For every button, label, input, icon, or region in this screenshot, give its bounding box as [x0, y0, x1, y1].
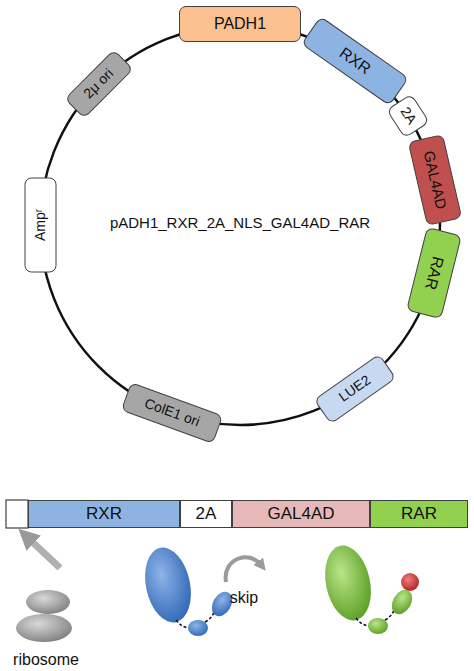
origin-box: 2μ ori [64, 49, 133, 118]
segment-label: RAR [421, 254, 446, 291]
segment-label: ColE1 ori [142, 396, 201, 430]
origin-box: ColE1 ori [121, 382, 223, 444]
domain-segment: GAL4AD [232, 500, 370, 528]
segment-label: Ampʳ [32, 209, 47, 241]
rxr-protein [139, 543, 237, 636]
skip-label: skip [230, 589, 258, 607]
segment-label: 2μ ori [81, 66, 117, 102]
leader-box [6, 500, 28, 528]
promoter-box: PADH1 [179, 6, 301, 42]
gene-box: RAR [406, 227, 462, 319]
gene-segment: RAR [370, 500, 468, 528]
gene-box: RXR [301, 16, 409, 106]
segment-label: 2A [397, 105, 419, 128]
segment-label: GAL4AD [420, 149, 449, 210]
segment-label: RAR [401, 505, 437, 524]
domain-box: GAL4AD [408, 134, 462, 226]
skip-arrow [226, 557, 262, 582]
segment-label: 2A [196, 505, 217, 524]
segment-label: GAL4AD [267, 505, 334, 524]
segment-label: PADH1 [214, 15, 266, 33]
rar-protein [319, 541, 419, 634]
ribosome-label: ribosome [13, 651, 79, 669]
segment-label: RXR [86, 505, 122, 524]
translation-arrow [26, 536, 60, 568]
gene-segment: RXR [28, 500, 180, 528]
peptide-segment: 2A [180, 500, 232, 528]
segment-label: RXR [336, 44, 374, 78]
ribosome-symbol [16, 590, 72, 642]
marker-box: LUE2 [314, 354, 397, 424]
resistance-box: Ampʳ [24, 178, 56, 273]
segment-label: LUE2 [336, 373, 374, 406]
plasmid-name: pADH1_RXR_2A_NLS_GAL4AD_RAR [110, 214, 370, 231]
